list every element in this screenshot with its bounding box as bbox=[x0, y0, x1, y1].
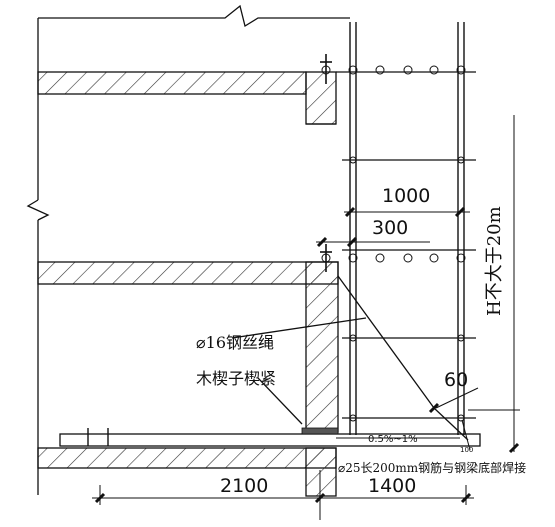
scaffold-uprights bbox=[349, 22, 465, 435]
bottom-slab bbox=[37, 427, 481, 497]
dimension-lines bbox=[92, 115, 520, 520]
anchor-bolts bbox=[320, 54, 332, 272]
slab-overhang-label: 2100 bbox=[220, 475, 268, 497]
scaffold-ledgers bbox=[336, 71, 476, 419]
height-limit-label: H不大于20m bbox=[484, 206, 505, 316]
middle-slab bbox=[37, 261, 339, 433]
cantilever-length-label: 1400 bbox=[368, 475, 416, 497]
upper-slab bbox=[37, 71, 337, 125]
timber-wedge bbox=[301, 427, 339, 435]
wire-rope-label: ⌀16钢丝绳 bbox=[196, 333, 274, 352]
bay-width-label: 1000 bbox=[382, 185, 430, 207]
anchor-bar-label: ⌀25长200mm钢筋与钢梁底部焊接 bbox=[338, 460, 526, 475]
small-dim-label: 100 bbox=[460, 446, 473, 454]
angle-label: 60 bbox=[444, 369, 468, 391]
wire-rope bbox=[231, 275, 469, 441]
slope-label: 0.5%~1% bbox=[368, 434, 418, 445]
scaffold-couplers bbox=[321, 65, 466, 422]
wedge-label: 木楔子楔紧 bbox=[196, 369, 276, 388]
inner-offset-label: 300 bbox=[372, 217, 408, 239]
